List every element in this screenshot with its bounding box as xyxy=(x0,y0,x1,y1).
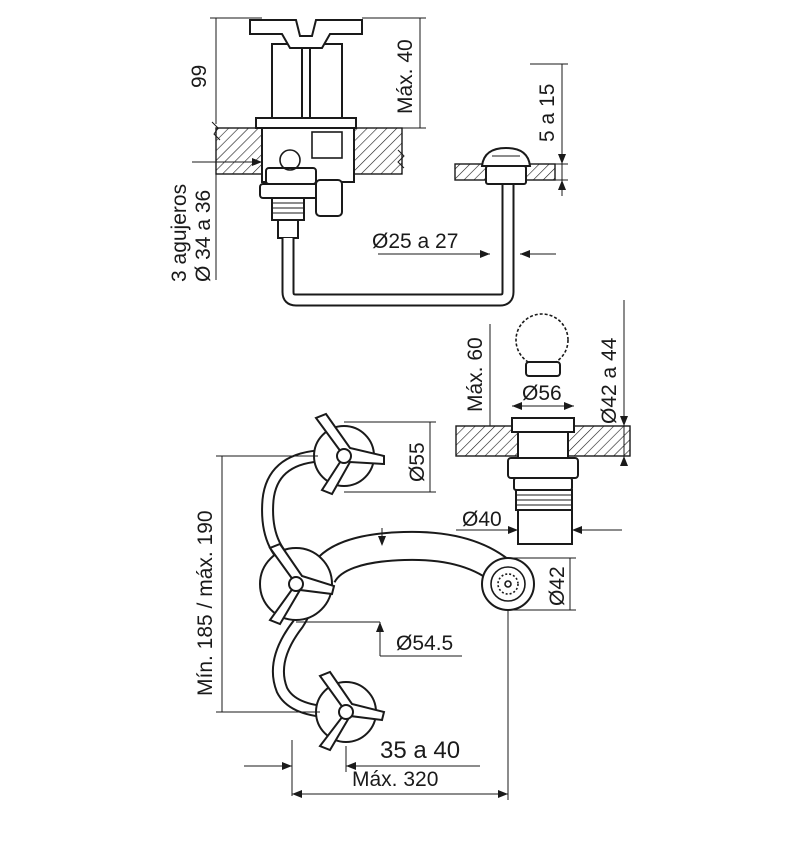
drain-tail xyxy=(517,509,573,545)
side-fitting xyxy=(315,179,343,217)
shank-end xyxy=(277,219,299,239)
dim-handle-d55: Ø55 xyxy=(344,421,436,493)
valve-port xyxy=(279,149,301,171)
handle-bottom xyxy=(315,670,386,752)
dim-drain-d40-label: Ø40 xyxy=(462,508,502,531)
drain-thread-lines xyxy=(516,494,572,506)
dim-99-label: 99 xyxy=(188,65,211,88)
dim-drain-d56: Ø56 xyxy=(512,382,574,410)
dim-drain-max-60: Máx. 60 xyxy=(464,324,512,427)
drain-deck-right xyxy=(567,425,631,457)
valve-stem-left xyxy=(271,43,303,129)
dim-offset: 35 a 40 xyxy=(244,737,480,796)
dim-holes-line1: 3 agujeros xyxy=(168,184,191,282)
drain-stopper xyxy=(525,361,561,377)
drain-deck-left xyxy=(455,425,519,457)
drain-flange xyxy=(511,417,575,433)
dim-max-320-label: Máx. 320 xyxy=(352,768,438,791)
dim-handle-d55-label: Ø55 xyxy=(406,442,429,482)
dim-spread: Mín. 185 / máx. 190 xyxy=(194,455,320,713)
handle-middle xyxy=(259,542,336,626)
plan-view: Ø55 Mín. 185 / máx. 190 Ø42 Ø54.5 xyxy=(194,412,576,800)
spout-base xyxy=(480,146,532,167)
cross-handle-top xyxy=(249,19,363,49)
valve-stem-right xyxy=(309,43,343,129)
dim-spread-label: Mín. 185 / máx. 190 xyxy=(194,510,217,696)
thread-lines xyxy=(272,202,304,214)
cartridge xyxy=(311,131,343,159)
dim-hole-diameter: Ø25 a 27 xyxy=(372,230,556,258)
threaded-shank xyxy=(271,197,305,221)
dim-drain-d42-44-label: Ø42 a 44 xyxy=(598,337,621,424)
dim-drain-d56-label: Ø56 xyxy=(522,382,562,405)
dim-99: 99 xyxy=(188,17,262,124)
dim-drain-d42-44: Ø42 a 44 xyxy=(598,300,628,466)
drain-lock xyxy=(513,477,573,491)
drain-neck xyxy=(517,431,569,459)
collar xyxy=(255,117,357,129)
spout-nut xyxy=(485,165,527,185)
dim-hole-diameter-label: Ø25 a 27 xyxy=(372,230,458,253)
dim-drain-max-60-label: Máx. 60 xyxy=(464,337,487,412)
dim-max-320: Máx. 320 xyxy=(292,610,509,800)
dim-max-40: Máx. 40 xyxy=(362,17,426,129)
dim-holes: 3 agujeros Ø 34 a 36 xyxy=(168,150,262,282)
drain-nut xyxy=(507,457,579,479)
spout-outlet xyxy=(481,557,535,611)
dim-5-15-label: 5 a 15 xyxy=(536,84,559,142)
handle-top xyxy=(313,412,385,496)
dim-offset-label: 35 a 40 xyxy=(380,737,460,764)
dim-spout-d42-label: Ø42 xyxy=(546,566,569,606)
drain-chain xyxy=(515,313,569,367)
dim-5-15: 5 a 15 xyxy=(530,63,568,196)
dim-holes-line2: Ø 34 a 36 xyxy=(192,190,215,282)
dim-max-40-label: Máx. 40 xyxy=(394,39,417,114)
elevation-view: 99 Máx. 40 5 a 15 3 agujeros Ø 34 a 36 xyxy=(168,17,568,307)
drain-view: Máx. 60 Ø56 Ø42 a 44 Ø40 xyxy=(455,300,631,545)
dim-handle-d54-5-label: Ø54.5 xyxy=(396,632,453,655)
dim-handle-d54-5: Ø54.5 xyxy=(296,621,462,657)
nut-lower-2 xyxy=(259,183,319,199)
dim-drain-d40: Ø40 xyxy=(456,508,622,534)
dim-spout-d42: Ø42 xyxy=(508,557,576,611)
